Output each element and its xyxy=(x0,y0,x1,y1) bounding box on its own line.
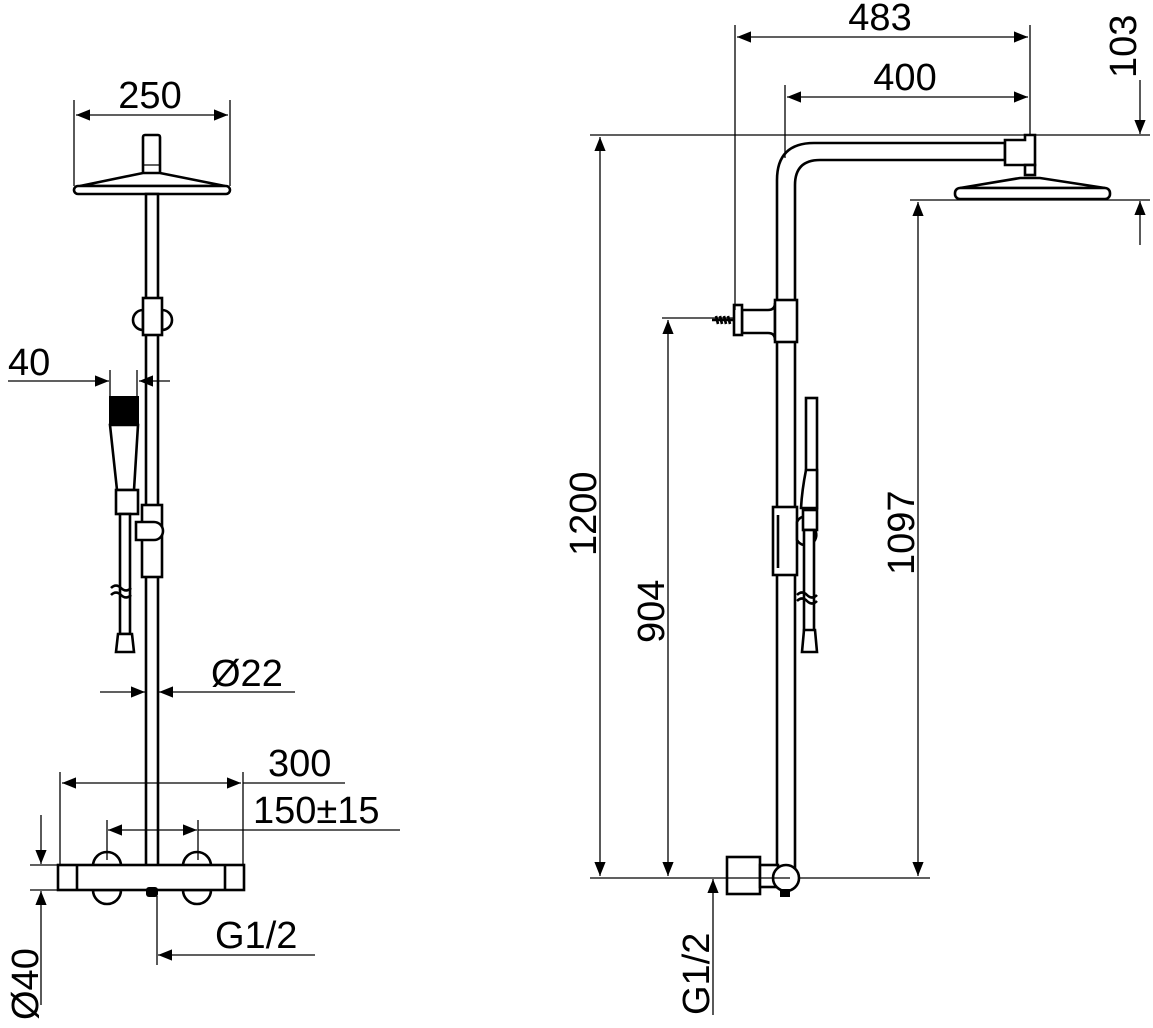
side-view: 483 400 103 1200 904 1097 G1/2 xyxy=(563,0,1150,1015)
front-view: 250 40 Ø22 300 150±15 G1/2 xyxy=(5,75,400,1020)
dim-mixer-diameter: Ø40 xyxy=(5,948,47,1020)
dim-inlet-thread-side: G1/2 xyxy=(676,933,718,1015)
dim-inlet-spacing: 150±15 xyxy=(253,790,380,832)
dim-bracket-height: 904 xyxy=(631,580,673,643)
dim-head-width: 250 xyxy=(118,75,181,117)
side-hand-shower xyxy=(796,396,819,654)
side-wall-bracket xyxy=(712,298,799,344)
dim-arm-reach-total: 483 xyxy=(848,0,911,39)
dim-arm-reach: 400 xyxy=(873,57,936,99)
front-dimensions: 250 40 Ø22 300 150±15 G1/2 xyxy=(5,75,400,1020)
dim-inlet-thread-front: G1/2 xyxy=(215,915,297,957)
dim-overall-height: 1200 xyxy=(563,471,605,556)
dim-mixer-width: 300 xyxy=(268,743,331,785)
dim-head-clearance: 1097 xyxy=(881,490,923,575)
side-arm-connector xyxy=(1003,133,1037,177)
front-thermostatic-mixer xyxy=(56,850,246,906)
front-hand-shower xyxy=(108,396,140,654)
side-shower-head xyxy=(953,176,1112,201)
side-dimensions: 483 400 103 1200 904 1097 G1/2 xyxy=(563,0,1150,1015)
front-lower-slider xyxy=(134,503,165,579)
front-shower-head xyxy=(72,133,232,196)
dim-hand-shower-width: 40 xyxy=(8,342,50,384)
front-upper-slider xyxy=(131,296,174,337)
dim-pipe-diameter: Ø22 xyxy=(211,653,283,695)
dim-head-height: 103 xyxy=(1103,15,1145,78)
